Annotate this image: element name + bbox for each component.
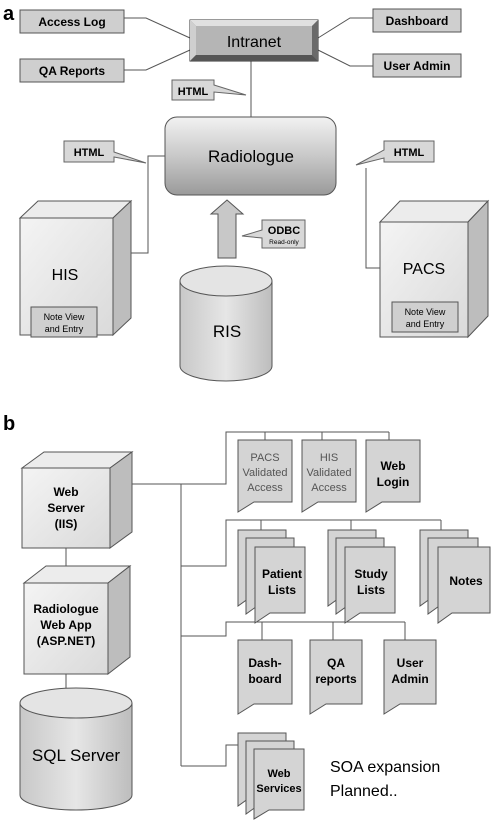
web-login-line2: Login xyxy=(377,475,410,489)
his-access-line3: Access xyxy=(311,482,347,494)
sql-server-node: SQL Server xyxy=(19,687,133,811)
pacs-note-box xyxy=(391,301,459,333)
intranet-label: Intranet xyxy=(227,34,282,51)
his-node: HIS Note View and Entry xyxy=(18,199,133,338)
dashboard-line1: Dash- xyxy=(248,656,281,670)
user-admin-doc-line2: Admin xyxy=(391,672,428,686)
study-lists-doc-stack: Study Lists xyxy=(327,529,396,624)
patient-lists-line2: Lists xyxy=(268,583,296,597)
panel-a-connectors xyxy=(124,17,382,269)
access-log-label: Access Log xyxy=(38,15,105,29)
qa-reports-doc-line2: reports xyxy=(315,672,357,686)
notes-label: Notes xyxy=(449,574,483,588)
html-right-label: HTML xyxy=(394,147,425,159)
user-admin-doc: User Admin xyxy=(383,639,437,715)
web-app-line2: Web App xyxy=(40,618,91,632)
pacs-access-line1: PACS xyxy=(250,452,279,464)
patient-lists-doc-stack: Patient Lists xyxy=(237,529,306,624)
web-server-node: Web Server (IIS) xyxy=(20,451,134,549)
pacs-label: PACS xyxy=(403,261,445,278)
radiologue-node: Radiologue xyxy=(164,116,337,196)
ris-node: RIS xyxy=(179,265,273,382)
ris-label: RIS xyxy=(213,322,241,341)
web-services-line2: Services xyxy=(256,783,301,795)
qa-reports-node: QA Reports xyxy=(19,58,125,83)
panel-b-letter: b xyxy=(3,413,15,435)
study-lists-line2: Lists xyxy=(357,583,385,597)
dashboard-label: Dashboard xyxy=(386,14,449,28)
qa-reports-doc-line1: QA xyxy=(327,656,345,670)
read-only-label: Read-only xyxy=(269,239,299,246)
pacs-access-line2: Validated xyxy=(242,467,287,479)
dashboard-line2: board xyxy=(248,672,281,686)
his-validated-access-doc: HIS Validated Access xyxy=(301,439,357,513)
web-app-node: Radiologue Web App (ASP.NET) xyxy=(22,564,132,676)
his-note-line2: and Entry xyxy=(45,324,84,334)
web-server-line2: Server xyxy=(47,501,85,515)
html-callout-top: HTML xyxy=(171,79,247,101)
notes-doc-stack: Notes xyxy=(419,529,491,624)
html-left-label: HTML xyxy=(74,147,105,159)
pacs-validated-access-doc: PACS Validated Access xyxy=(237,439,293,513)
intranet-node: Intranet xyxy=(189,19,319,62)
panel-b-connectors xyxy=(65,431,442,767)
web-services-line1: Web xyxy=(267,768,290,780)
html-callout-right: HTML xyxy=(355,140,435,166)
his-note-line1: Note View xyxy=(44,312,85,322)
pacs-access-line3: Access xyxy=(247,482,283,494)
web-app-line1: Radiologue xyxy=(33,602,99,616)
radiologue-label: Radiologue xyxy=(208,147,294,166)
his-access-line2: Validated xyxy=(306,467,351,479)
odbc-arrow xyxy=(209,199,245,259)
pacs-note-line2: and Entry xyxy=(406,319,445,329)
soa-line2: Planned.. xyxy=(330,783,398,800)
panel-a-letter: a xyxy=(3,3,15,25)
web-login-line1: Web xyxy=(380,459,405,473)
user-admin-node: User Admin xyxy=(372,53,462,78)
study-lists-line1: Study xyxy=(354,567,388,581)
dashboard-node: Dashboard xyxy=(372,8,462,33)
his-label: HIS xyxy=(52,267,79,284)
html-callout-left: HTML xyxy=(63,140,147,164)
html-top-label: HTML xyxy=(178,86,209,98)
web-services-doc-stack: Web Services xyxy=(237,732,305,820)
dashboard-doc: Dash- board xyxy=(237,639,293,715)
web-server-line3: (IIS) xyxy=(55,517,78,531)
odbc-callout: ODBC Read-only xyxy=(241,219,306,249)
odbc-label: ODBC xyxy=(268,225,300,237)
soa-line1: SOA expansion xyxy=(330,759,440,776)
access-log-node: Access Log xyxy=(19,9,125,34)
his-access-line1: HIS xyxy=(320,452,338,464)
sql-server-label: SQL Server xyxy=(32,746,121,765)
web-login-doc: Web Login xyxy=(365,439,421,513)
pacs-note-line1: Note View xyxy=(405,307,446,317)
user-admin-label: User Admin xyxy=(384,59,451,73)
web-app-line3: (ASP.NET) xyxy=(37,634,95,648)
pacs-node: PACS Note View and Entry xyxy=(378,199,490,339)
his-note-box xyxy=(30,306,98,338)
user-admin-doc-line1: User xyxy=(397,656,424,670)
qa-reports-label: QA Reports xyxy=(39,64,106,78)
qa-reports-doc: QA reports xyxy=(309,639,363,715)
web-server-line1: Web xyxy=(53,485,78,499)
patient-lists-line1: Patient xyxy=(262,567,302,581)
